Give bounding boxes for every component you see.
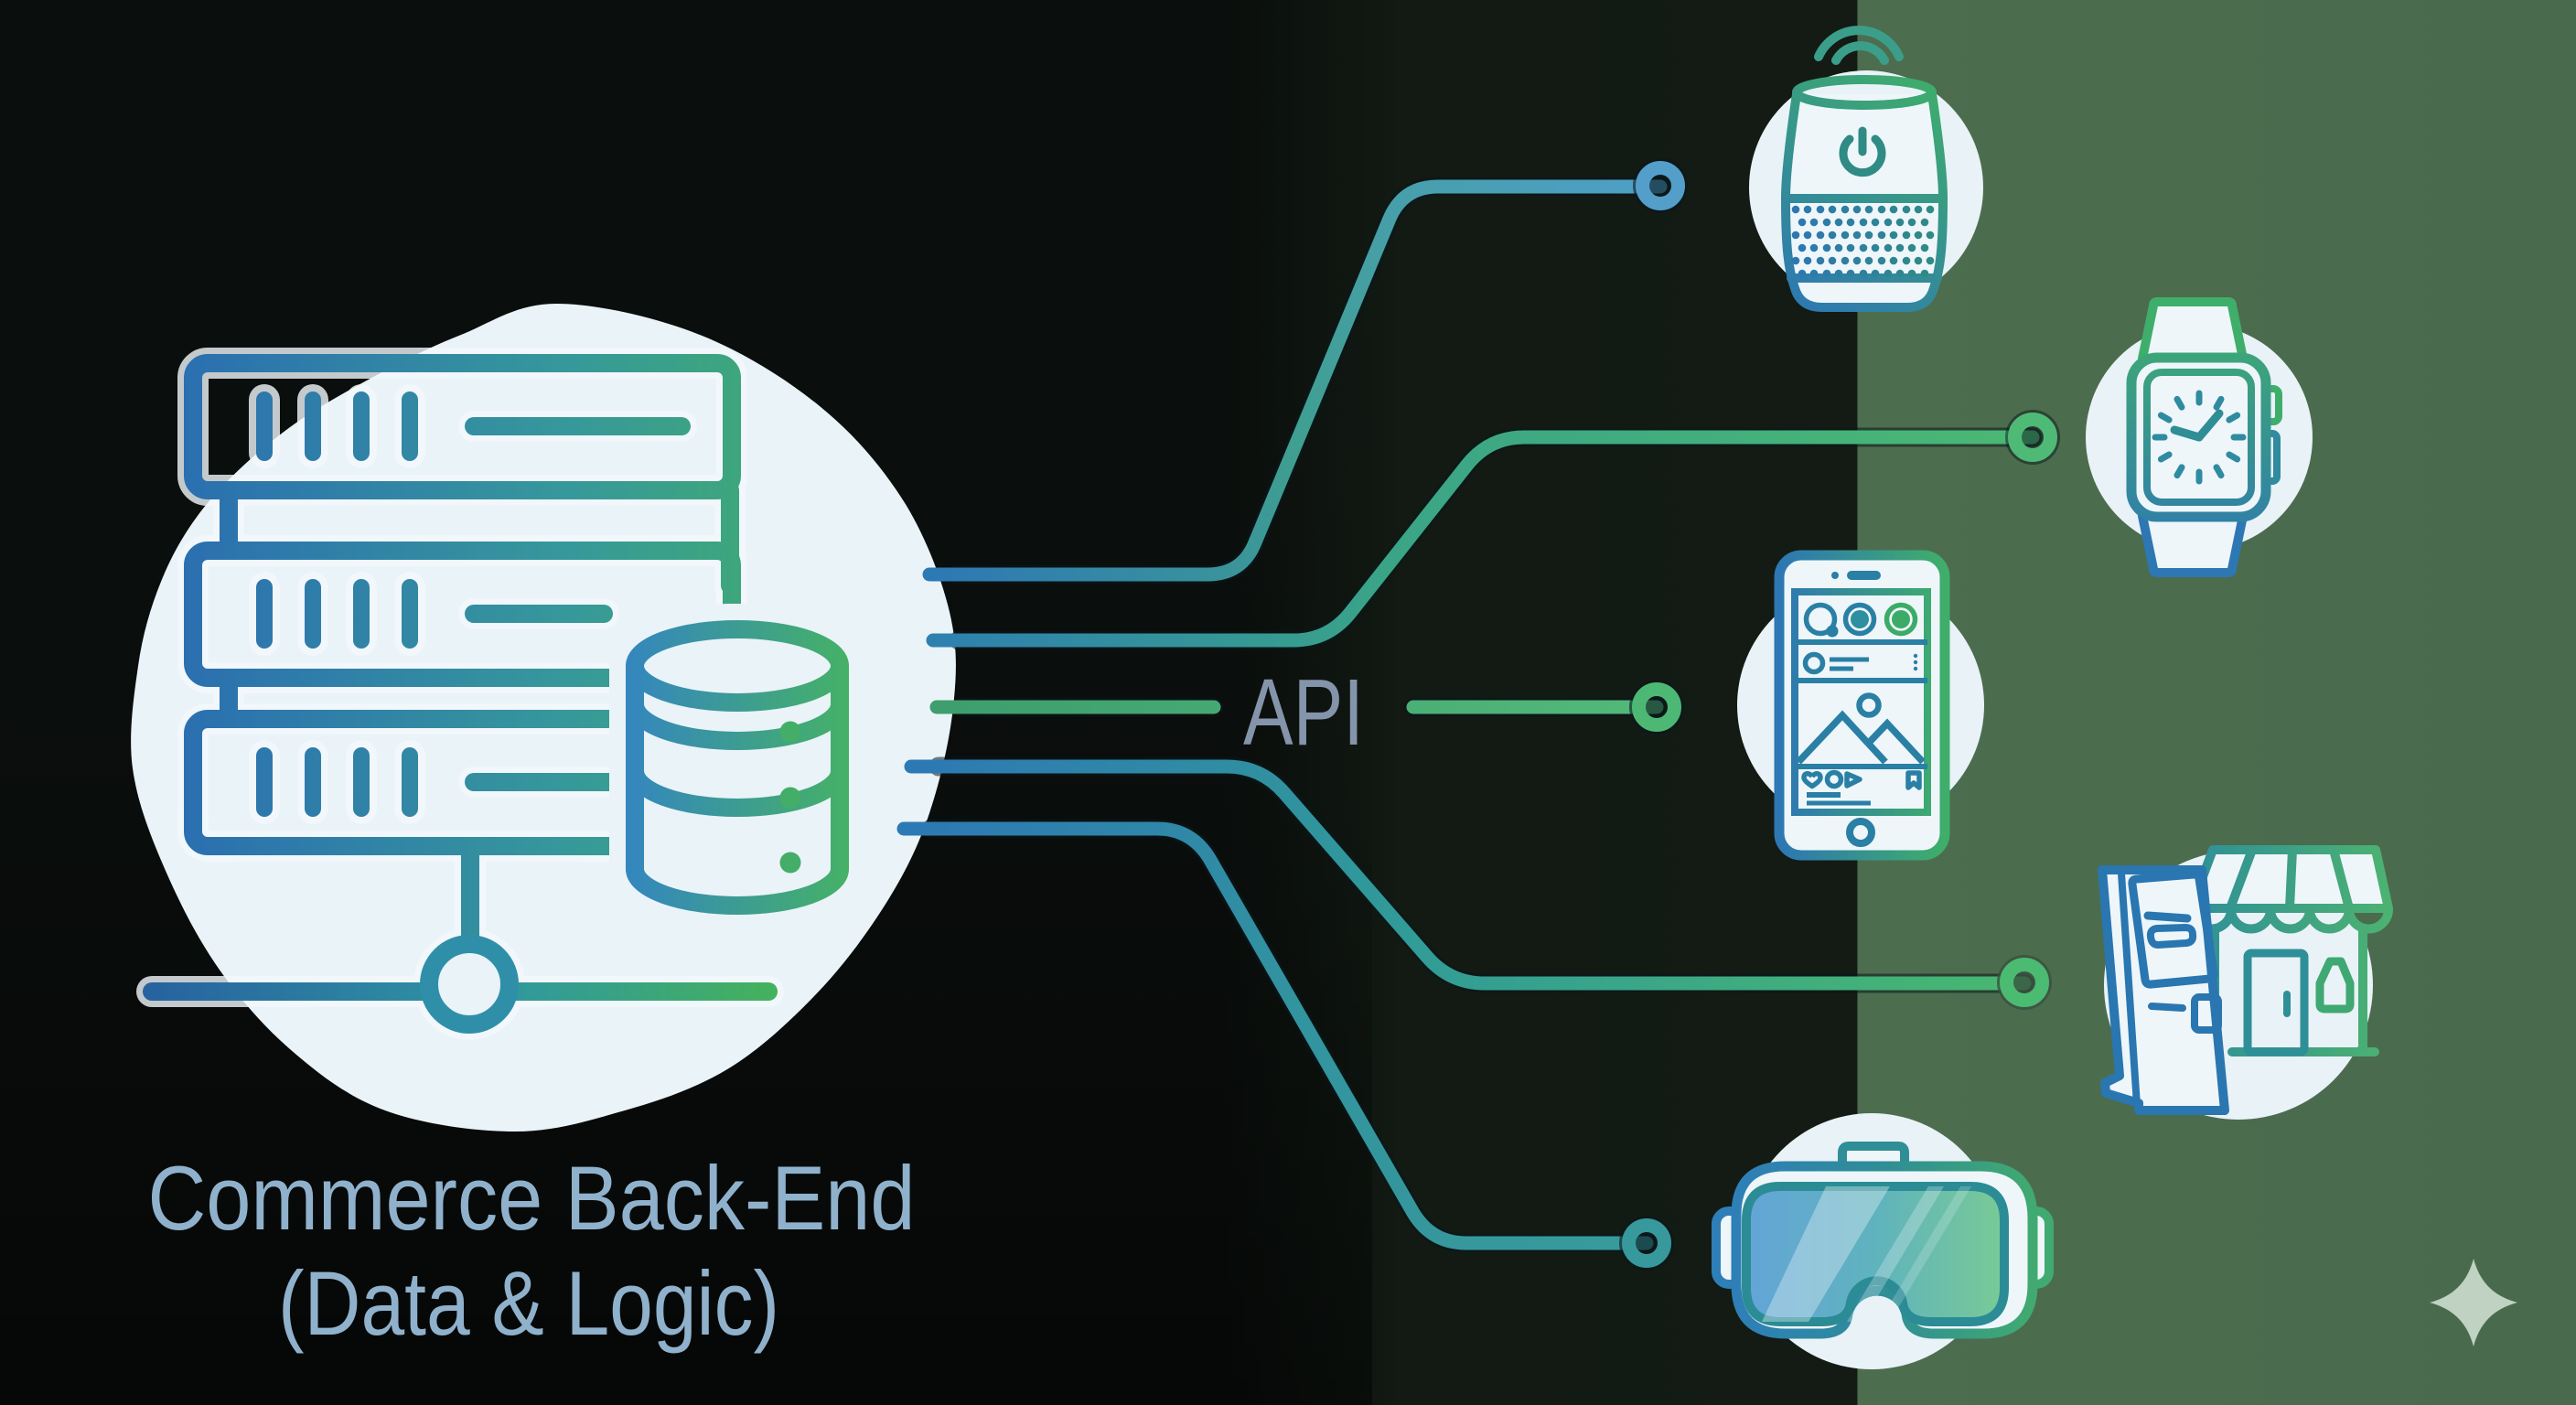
svg-text:Commerce Back-End: Commerce Back-End	[148, 1147, 916, 1249]
svg-text:(Data & Logic): (Data & Logic)	[278, 1252, 779, 1354]
svg-text:API: API	[1243, 660, 1364, 765]
